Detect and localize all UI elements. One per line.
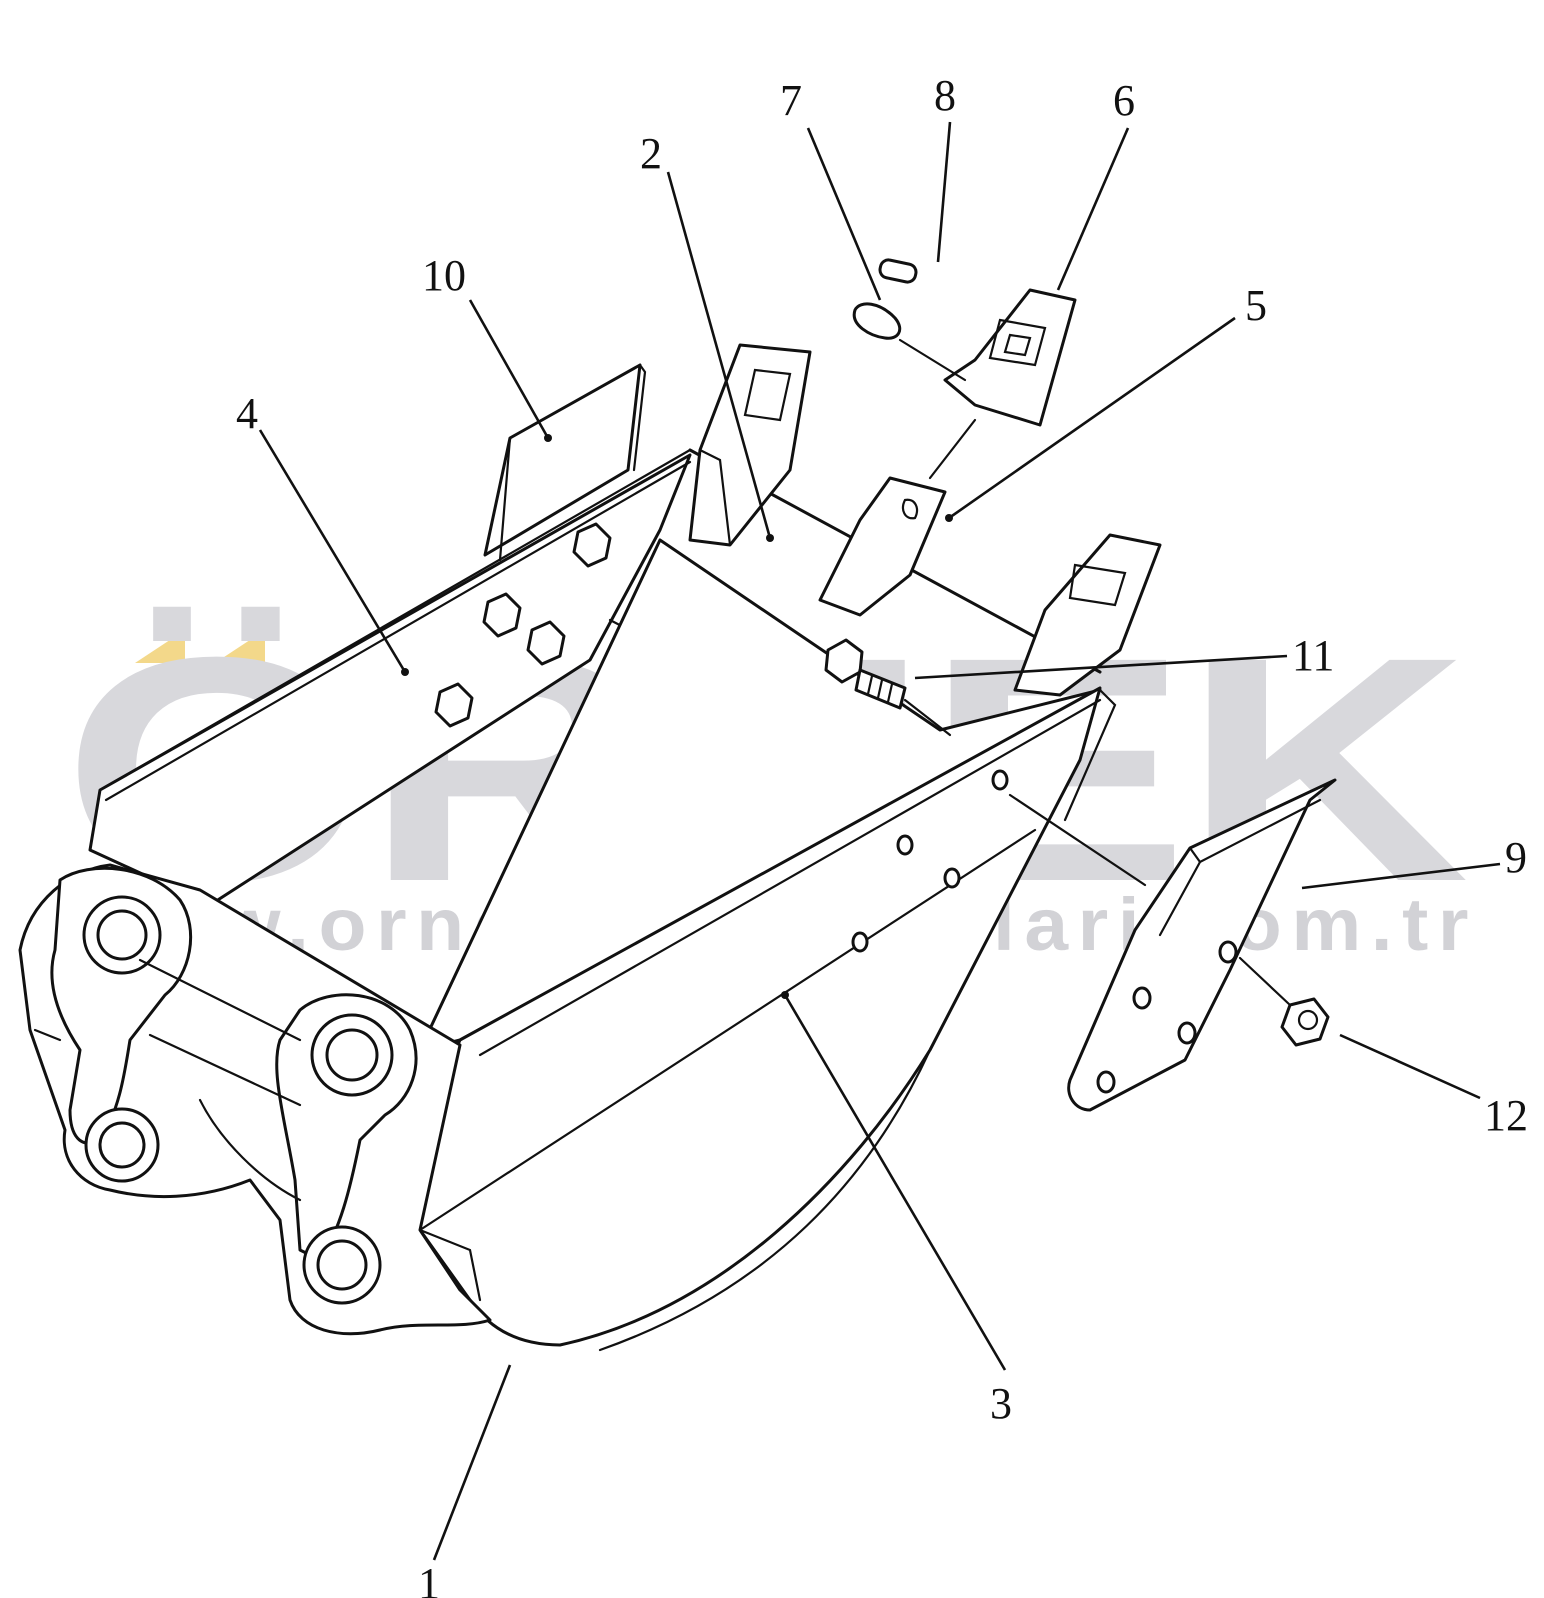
part-tooth-adapter-5 [818, 476, 947, 617]
callout-11: 11 [1292, 631, 1334, 680]
part-lock-7 [852, 302, 902, 340]
callout-12: 12 [1484, 1091, 1528, 1140]
part-pin-8 [878, 258, 918, 284]
part-tooth-left [688, 343, 812, 547]
callout-1: 1 [418, 1559, 440, 1598]
callout-3: 3 [990, 1379, 1012, 1428]
callout-labels: 1 2 3 4 5 6 7 8 9 10 11 12 [236, 71, 1528, 1598]
callout-8: 8 [934, 71, 956, 120]
callout-2: 2 [640, 129, 662, 178]
part-side-holes [851, 769, 1009, 953]
part-hinge-bracket [18, 863, 492, 1336]
leader-lines [258, 121, 1501, 1561]
callout-10: 10 [422, 251, 466, 300]
part-tooth-6 [943, 288, 1077, 427]
part-bolt-11 [824, 638, 952, 737]
part-tooth-right [1013, 533, 1162, 697]
callout-9: 9 [1505, 833, 1527, 882]
callout-5: 5 [1245, 281, 1267, 330]
callout-6: 6 [1113, 76, 1135, 125]
watermark-accent-left [135, 630, 185, 663]
part-bolt-heads-left [434, 522, 612, 728]
bucket-drawing [18, 258, 1337, 1352]
callout-7: 7 [780, 76, 802, 125]
part-side-cutter-9 [1008, 778, 1337, 1112]
callout-4: 4 [236, 389, 258, 438]
part-side-wall-3 [408, 686, 1102, 1347]
part-nut-12 [1238, 956, 1330, 1047]
watermark-accent-right [215, 630, 265, 663]
part-side-plate-10 [483, 363, 642, 557]
